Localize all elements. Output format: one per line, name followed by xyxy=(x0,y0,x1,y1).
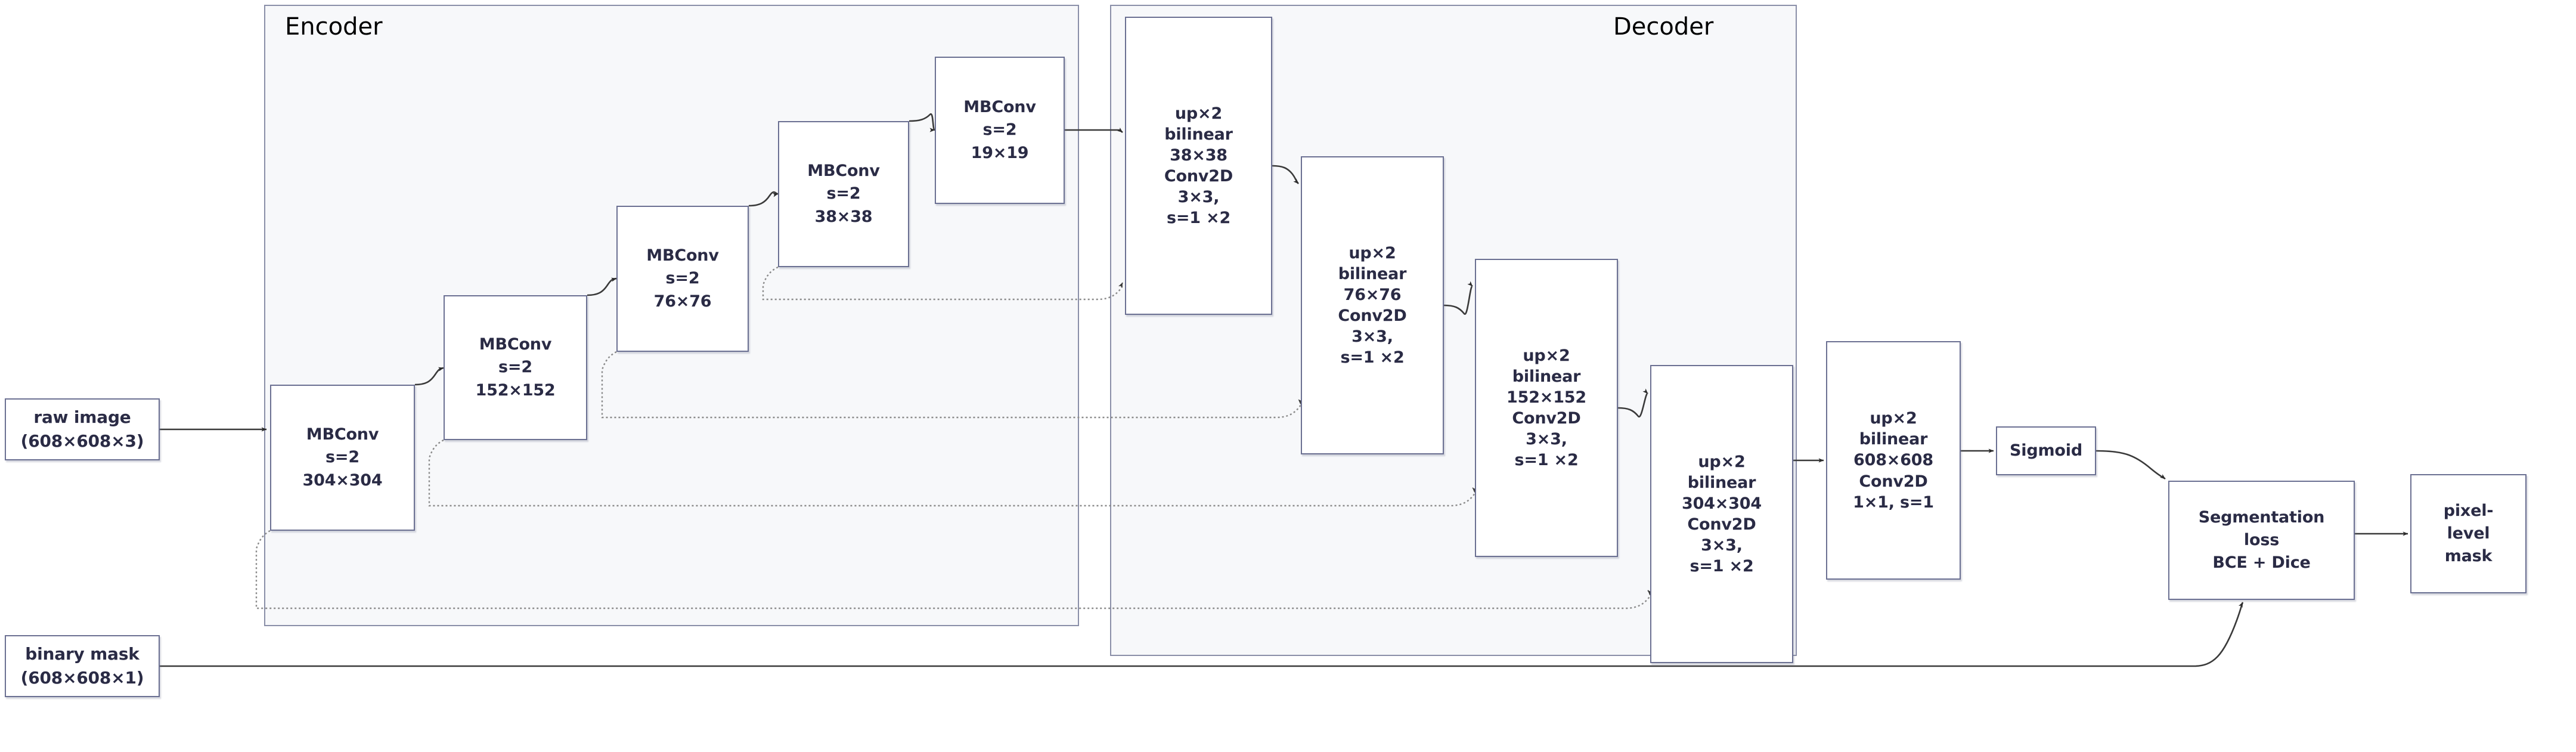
node-line: bilinear xyxy=(1512,367,1581,386)
encoder-mbconv-76[interactable]: MBConv s=2 76×76 xyxy=(616,206,749,352)
node-line: s=2 xyxy=(498,358,532,377)
node-line: s=1 ×2 xyxy=(1166,209,1231,228)
node-line: Conv2D xyxy=(1687,515,1756,534)
node-line: s=2 xyxy=(982,120,1017,140)
pixel-level-mask-output[interactable]: pixel- level mask xyxy=(2410,474,2527,593)
node-line: 38×38 xyxy=(1170,146,1227,165)
edge-sigmoid-to-loss xyxy=(2095,450,2166,480)
node-line: loss xyxy=(2243,530,2280,549)
node-line: Segmentation xyxy=(2198,507,2325,527)
node-line: s=2 xyxy=(826,184,861,203)
segmentation-loss-block[interactable]: Segmentation loss BCE + Dice xyxy=(2168,481,2355,600)
node-line: Conv2D xyxy=(1164,167,1233,185)
node-line: level xyxy=(2447,524,2490,543)
node-line: s=2 xyxy=(665,269,700,288)
node-line: Conv2D xyxy=(1512,409,1581,428)
node-line: up×2 xyxy=(1523,346,1570,365)
node-line: pixel- xyxy=(2443,501,2494,520)
node-line: up×2 xyxy=(1349,243,1396,262)
node-line: 3×3, xyxy=(1701,536,1743,555)
decoder-group-label: Decoder xyxy=(1613,13,1714,41)
node-line: BCE + Dice xyxy=(2212,553,2311,572)
encoder-mbconv-19[interactable]: MBConv s=2 19×19 xyxy=(935,57,1065,204)
node-line: mask xyxy=(2444,547,2493,566)
decoder-up-152[interactable]: up×2 bilinear 152×152 Conv2D 3×3, s=1 ×2 xyxy=(1475,259,1618,557)
node-line: 1×1, s=1 xyxy=(1853,493,1934,512)
node-line: s=1 ×2 xyxy=(1690,557,1754,576)
node-line: bilinear xyxy=(1687,473,1756,492)
raw-image-input[interactable]: raw image (608×608×3) xyxy=(5,398,160,460)
decoder-up-76[interactable]: up×2 bilinear 76×76 Conv2D 3×3, s=1 ×2 xyxy=(1301,156,1444,454)
node-line: 76×76 xyxy=(1343,285,1402,304)
encoder-mbconv-152[interactable]: MBConv s=2 152×152 xyxy=(444,295,587,440)
node-line: Conv2D xyxy=(1338,307,1407,325)
decoder-up-38[interactable]: up×2 bilinear 38×38 Conv2D 3×3, s=1 ×2 xyxy=(1125,17,1272,315)
node-line: 3×3, xyxy=(1351,327,1393,346)
node-line: up×2 xyxy=(1870,409,1917,428)
node-line: 76×76 xyxy=(653,292,712,311)
node-line: up×2 xyxy=(1698,452,1746,471)
node-line: MBConv xyxy=(807,162,880,180)
binary-mask-input[interactable]: binary mask (608×608×1) xyxy=(5,635,160,697)
encoder-mbconv-304[interactable]: MBConv s=2 304×304 xyxy=(270,385,415,531)
node-line: bilinear xyxy=(1859,430,1928,449)
node-line: 152×152 xyxy=(1506,388,1586,407)
node-line: (608×608×3) xyxy=(20,431,144,451)
node-line: MBConv xyxy=(479,335,552,354)
node-line: binary mask xyxy=(25,644,140,664)
node-line: MBConv xyxy=(963,98,1036,116)
node-line: raw image xyxy=(33,407,131,428)
node-line: 608×608 xyxy=(1853,451,1933,470)
encoder-group-label: Encoder xyxy=(285,13,383,41)
node-line: 38×38 xyxy=(814,207,873,226)
node-line: (608×608×1) xyxy=(20,668,144,688)
output-head-up-608[interactable]: up×2 bilinear 608×608 Conv2D 1×1, s=1 xyxy=(1826,341,1961,580)
node-line: Conv2D xyxy=(1859,472,1928,491)
node-line: up×2 xyxy=(1174,104,1223,123)
node-line: s=2 xyxy=(326,448,359,467)
node-line: 152×152 xyxy=(475,380,556,400)
node-line: 19×19 xyxy=(971,143,1029,162)
node-line: bilinear xyxy=(1338,264,1407,283)
node-line: 304×304 xyxy=(1682,494,1762,513)
decoder-up-304[interactable]: up×2 bilinear 304×304 Conv2D 3×3, s=1 ×2 xyxy=(1650,365,1793,663)
sigmoid-block[interactable]: Sigmoid xyxy=(1996,426,2096,475)
node-line: MBConv xyxy=(306,425,379,444)
node-line: 3×3, xyxy=(1526,430,1567,449)
node-line: bilinear xyxy=(1164,125,1233,144)
node-line: Sigmoid xyxy=(2010,441,2082,460)
node-line: 3×3, xyxy=(1177,188,1220,207)
encoder-mbconv-38[interactable]: MBConv s=2 38×38 xyxy=(778,121,909,267)
node-line: s=1 ×2 xyxy=(1514,451,1579,470)
node-line: 304×304 xyxy=(302,471,383,490)
node-line: s=1 ×2 xyxy=(1340,348,1405,367)
node-line: MBConv xyxy=(646,246,719,265)
